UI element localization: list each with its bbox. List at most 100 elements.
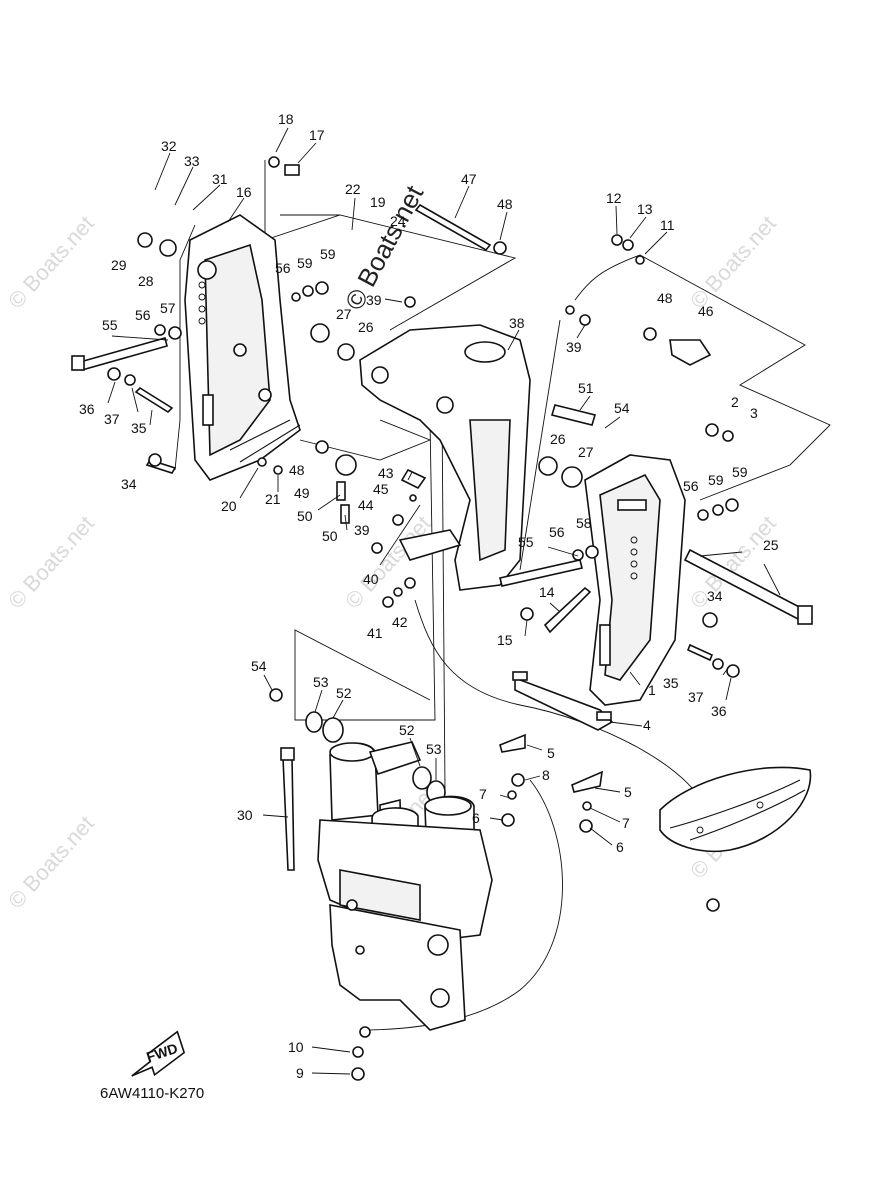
callout-label: 27	[578, 444, 594, 460]
callout-label: 36	[711, 703, 727, 719]
callout-label: 17	[309, 127, 325, 143]
callout-label: 46	[698, 303, 714, 319]
callout-label: 45	[373, 481, 389, 497]
callout-label: 54	[251, 658, 267, 674]
callout-label: 9	[296, 1065, 304, 1081]
callout-label: 59	[320, 246, 336, 262]
callout-label: 7	[622, 815, 630, 831]
callout-label: 22	[345, 181, 361, 197]
callout-label: 56	[683, 478, 699, 494]
callout-label: 8	[542, 767, 550, 783]
assembly-lines	[174, 160, 831, 1031]
callout-label: 12	[606, 190, 622, 206]
callout-label: 59	[732, 464, 748, 480]
callout-label: 56	[549, 524, 565, 540]
cable-tie	[280, 747, 295, 871]
callout-label: 24	[390, 213, 406, 229]
callout-label: 42	[392, 614, 408, 630]
callout-label: 59	[708, 472, 724, 488]
callout-label: 53	[313, 674, 329, 690]
callout-label: 2	[731, 394, 739, 410]
fwd-arrow: FWD	[131, 1030, 186, 1077]
callout-label: 37	[688, 689, 704, 705]
callout-label: 39	[366, 292, 382, 308]
callout-label: 50	[297, 508, 313, 524]
callout-label: 56	[275, 260, 291, 276]
callout-label: 26	[358, 319, 374, 335]
callout-label: 43	[378, 465, 394, 481]
callout-label: 37	[104, 411, 120, 427]
callout-label: 20	[221, 498, 237, 514]
callout-label: 4	[643, 717, 651, 733]
callout-label: 15	[497, 632, 513, 648]
callout-label: 28	[138, 273, 154, 289]
callout-label: 48	[657, 290, 673, 306]
callout-label: 34	[707, 588, 723, 604]
callout-label: 39	[566, 339, 582, 355]
callout-label: 54	[614, 400, 630, 416]
callout-label: 32	[161, 138, 177, 154]
callout-label: 58	[576, 515, 592, 531]
callout-label: 6	[472, 810, 480, 826]
callout-label: 1	[648, 682, 656, 698]
watermark: © Boats.net	[3, 811, 99, 913]
callout-label: 44	[358, 497, 374, 513]
callout-label: 55	[102, 317, 118, 333]
watermark: © Boats.net	[685, 211, 781, 313]
callout-label: 39	[354, 522, 370, 538]
callout-label: 34	[121, 476, 137, 492]
callout-label: 35	[131, 420, 147, 436]
callout-label: 11	[660, 217, 675, 233]
bracket-holes-right	[630, 536, 638, 580]
callout-label: 51	[578, 380, 594, 396]
callout-label: 25	[763, 537, 779, 553]
callout-label: 53	[426, 741, 442, 757]
callout-label: 48	[497, 196, 513, 212]
callout-label: 36	[79, 401, 95, 417]
callout-label: 7	[479, 786, 487, 802]
callout-labels: 18 17 32 33 31 16 22 19 24 47 48 12 13 1…	[79, 111, 779, 1081]
callout-label: 52	[399, 722, 415, 738]
callout-label: 56	[135, 307, 151, 323]
callout-label: 5	[624, 784, 632, 800]
callout-label: 55	[518, 534, 534, 550]
right-clamp-bracket	[584, 454, 686, 706]
callout-label: 27	[336, 306, 352, 322]
callout-label: 5	[547, 745, 555, 761]
plates	[499, 586, 614, 793]
callout-label: 31	[212, 171, 228, 187]
swivel-bracket	[359, 324, 531, 591]
callout-label: 40	[363, 571, 379, 587]
bracket-holes	[198, 281, 206, 325]
callout-label: 30	[237, 807, 253, 823]
callout-label: 29	[111, 257, 127, 273]
callout-label: 19	[370, 194, 386, 210]
callout-label: 16	[236, 184, 252, 200]
callout-label: 35	[663, 675, 679, 691]
trim-tilt-unit	[317, 741, 493, 1031]
callout-label: 52	[336, 685, 352, 701]
watermark: © Boats.net	[3, 511, 99, 613]
callout-label: 10	[288, 1039, 304, 1055]
callout-label: 38	[509, 315, 525, 331]
watermark: © Boats.net	[3, 211, 99, 313]
callout-label: 6	[616, 839, 624, 855]
callout-label: 48	[289, 462, 305, 478]
callout-label: 50	[322, 528, 338, 544]
callout-label: 26	[550, 431, 566, 447]
callout-label: 3	[750, 405, 758, 421]
diagram-code: 6AW4110-K270	[100, 1085, 204, 1102]
callout-label: 21	[265, 491, 281, 507]
left-clamp-bracket	[184, 214, 301, 481]
callout-label: 47	[461, 171, 477, 187]
leader-lines	[107, 127, 781, 1075]
callout-label: 49	[294, 485, 310, 501]
callout-label: 57	[160, 300, 176, 316]
lower-right-casing	[659, 766, 812, 853]
callout-label: 13	[637, 201, 653, 217]
callout-label: 33	[184, 153, 200, 169]
callout-label: 14	[539, 584, 555, 600]
callout-label: 59	[297, 255, 313, 271]
small-hardware	[107, 156, 740, 1081]
